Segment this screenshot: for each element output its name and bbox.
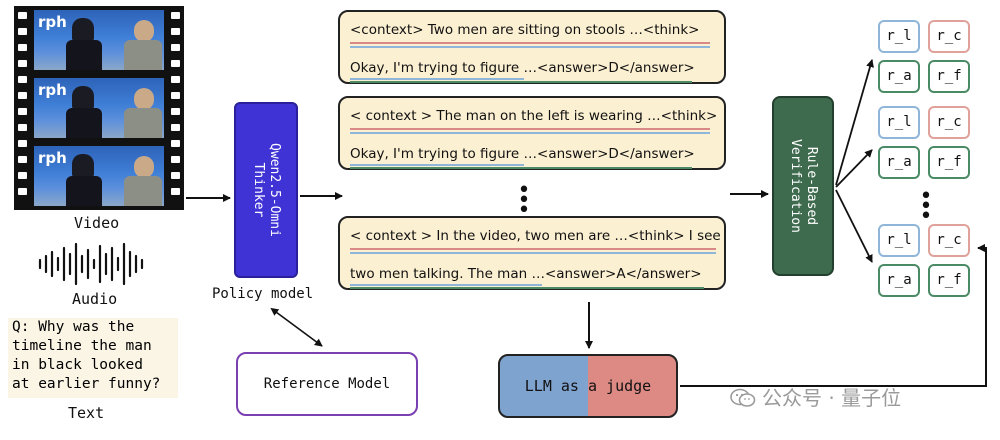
rollout-answer-line: two men talking. The man …<answer>A</ans… xyxy=(350,266,702,282)
judge-label-part2: a judge xyxy=(588,377,652,395)
text-label: Text xyxy=(68,404,105,422)
policy-model-caption: Policy model xyxy=(212,286,314,302)
policy-model-box: Qwen2.5-Omni Thinker xyxy=(234,102,298,278)
verification-label: Rule-Based Verification xyxy=(788,139,819,233)
question-box: Q: Why was the timeline the man in black… xyxy=(8,318,178,398)
rollout-context-line: < context > The man on the left is weari… xyxy=(350,108,718,124)
reward-accuracy: r_a xyxy=(878,60,920,93)
rollout-context-line: < context > In the video, two men are …<… xyxy=(350,228,721,244)
watermark-text: 公众号 · 量子位 xyxy=(762,386,902,410)
question-line: timeline the man xyxy=(12,338,152,354)
rollout-box: < context > In the video, two men are …<… xyxy=(338,216,726,290)
reward-group: r_l r_c r_a r_f xyxy=(876,20,976,100)
video-frame: rph xyxy=(34,10,164,70)
judge-label-part1: LLM as xyxy=(524,377,588,395)
rollout-box: < context > The man on the left is weari… xyxy=(338,96,726,170)
video-frame: rph xyxy=(34,78,164,138)
question-line: Q: Why was the xyxy=(12,319,135,335)
rollout-box: <context> Two men are sitting on stools … xyxy=(338,10,726,84)
reward-accuracy: r_a xyxy=(878,146,920,179)
arrow-verification-to-group2 xyxy=(835,149,873,188)
reward-context: r_c xyxy=(928,20,970,53)
reward-accuracy: r_a xyxy=(878,264,920,297)
watermark: 公众号 · 量子位 xyxy=(730,382,901,411)
reward-context: r_c xyxy=(928,224,970,257)
reward-group: r_l r_c r_a r_f xyxy=(876,224,976,304)
audio-waveform-icon xyxy=(38,242,144,286)
llm-judge-box: LLM as a judge xyxy=(498,354,678,418)
wechat-icon xyxy=(730,388,756,407)
reward-length: r_l xyxy=(878,106,920,139)
reward-group: r_l r_c r_a r_f xyxy=(876,106,976,186)
audio-label: Audio xyxy=(72,290,118,308)
frame-logo: rph xyxy=(38,81,67,99)
rollout-answer-line: Okay, I'm trying to figure …<answer>D</a… xyxy=(350,146,695,162)
question-line: in black looked xyxy=(12,357,143,373)
arrow-judge-to-rewards xyxy=(680,244,987,387)
reward-length: r_l xyxy=(878,20,920,53)
ellipsis-dots: ••• xyxy=(919,184,933,229)
video-film-strip: rph rph rph xyxy=(14,6,184,210)
reward-format: r_f xyxy=(928,264,970,297)
arrow-verification-to-group3 xyxy=(835,189,873,263)
reference-model-box: Reference Model xyxy=(236,352,418,416)
question-line: at earlier funny? xyxy=(12,376,161,392)
arrow-policy-reference xyxy=(270,307,323,347)
ellipsis-dots: ••• xyxy=(517,178,531,223)
reward-context: r_c xyxy=(928,106,970,139)
video-label: Video xyxy=(74,214,120,232)
rollout-context-line: <context> Two men are sitting on stools … xyxy=(350,22,700,38)
frame-logo: rph xyxy=(38,149,67,167)
policy-model-name: Qwen2.5-Omni Thinker xyxy=(251,143,282,237)
reward-format: r_f xyxy=(928,60,970,93)
reward-format: r_f xyxy=(928,146,970,179)
video-frame: rph xyxy=(34,146,164,206)
rollout-answer-line: Okay, I'm trying to figure …<answer>D</a… xyxy=(350,60,695,76)
frame-logo: rph xyxy=(38,13,67,31)
rule-based-verification-box: Rule-Based Verification xyxy=(772,96,834,276)
reward-length: r_l xyxy=(878,224,920,257)
arrow-verification-to-group1 xyxy=(835,59,874,186)
